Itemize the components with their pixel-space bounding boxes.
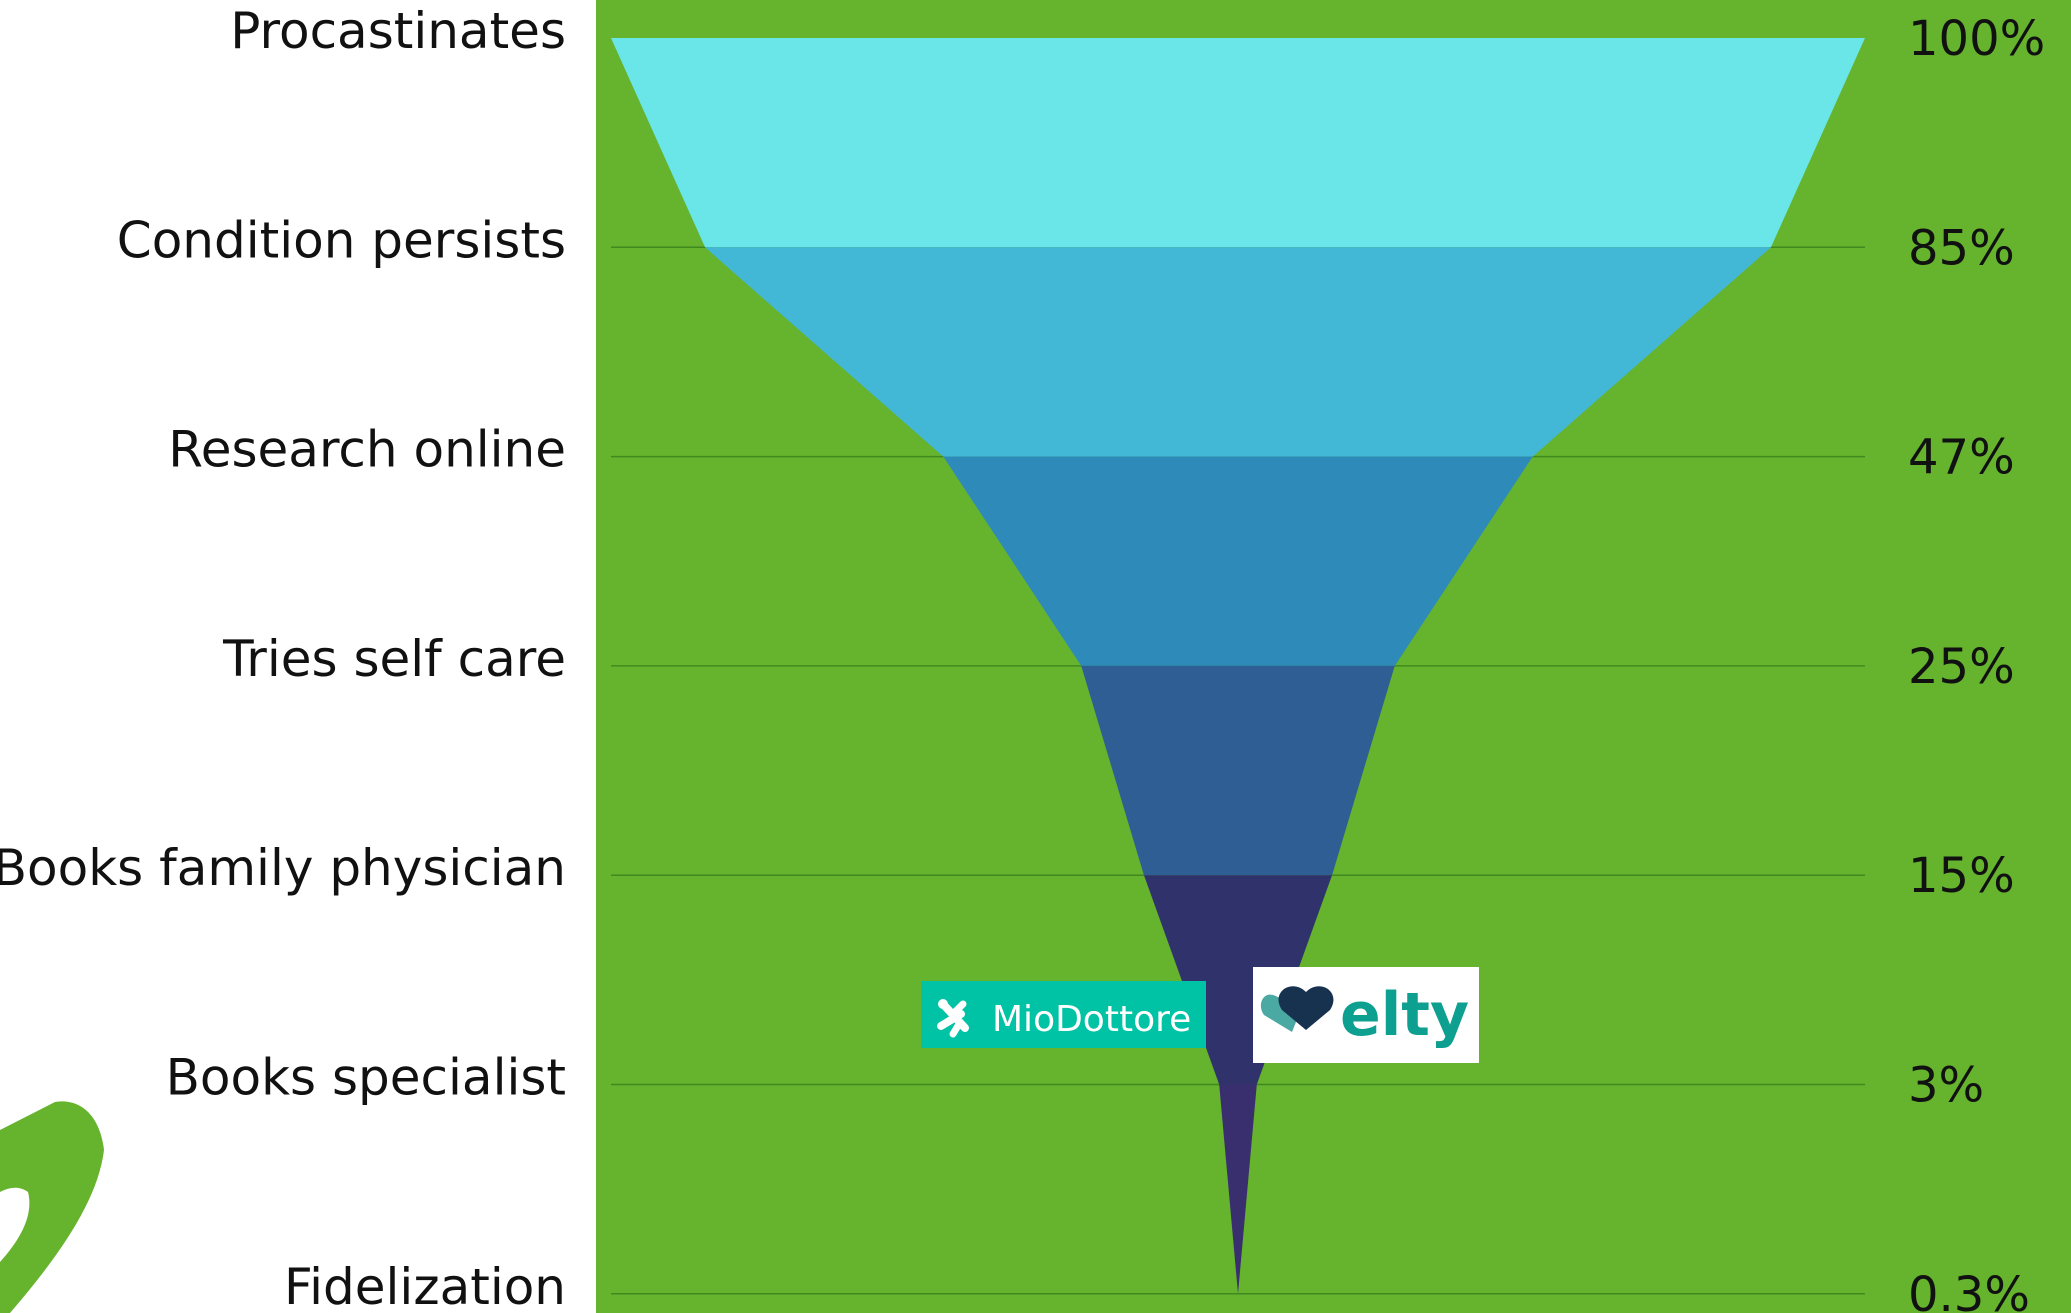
funnel-segment — [1081, 665, 1395, 876]
stage-label: Books family physician — [0, 839, 566, 897]
funnel-segments — [611, 38, 1865, 1294]
funnel-segment — [611, 38, 1865, 248]
funnel-segment — [1143, 875, 1333, 1085]
stage-label: Condition persists — [117, 211, 566, 269]
elty-logo-text: elty — [1340, 980, 1469, 1050]
stage-label: Books specialist — [166, 1049, 566, 1107]
funnel-segment — [705, 247, 1771, 457]
stage-label: Fidelization — [284, 1258, 566, 1313]
miodottore-mark-icon — [937, 999, 969, 1038]
stage-label: Procastinates — [230, 2, 566, 60]
miodottore-logo: MioDottore — [921, 981, 1206, 1048]
elty-heart-icon — [1260, 986, 1334, 1032]
value-label: 100% — [1908, 11, 2045, 67]
value-labels: 100% 85% 47% 25% 15% 3% 0.3% — [1908, 11, 2045, 1313]
value-label: 3% — [1908, 1058, 1984, 1114]
value-label: 85% — [1908, 220, 2015, 276]
funnel-segment — [1219, 1084, 1257, 1294]
miodottore-logo-background — [921, 981, 1206, 1048]
funnel-segment — [943, 456, 1533, 666]
stage-label: Tries self care — [222, 630, 566, 688]
value-label: 0.3% — [1908, 1267, 2030, 1313]
miodottore-logo-text: MioDottore — [992, 999, 1191, 1040]
value-label: 25% — [1908, 639, 2015, 695]
value-label: 15% — [1908, 848, 2015, 904]
elty-logo: elty — [1253, 967, 1479, 1063]
brush-stroke-decoration — [0, 1101, 104, 1313]
value-label: 47% — [1908, 430, 2015, 486]
stage-label: Research online — [168, 421, 566, 479]
